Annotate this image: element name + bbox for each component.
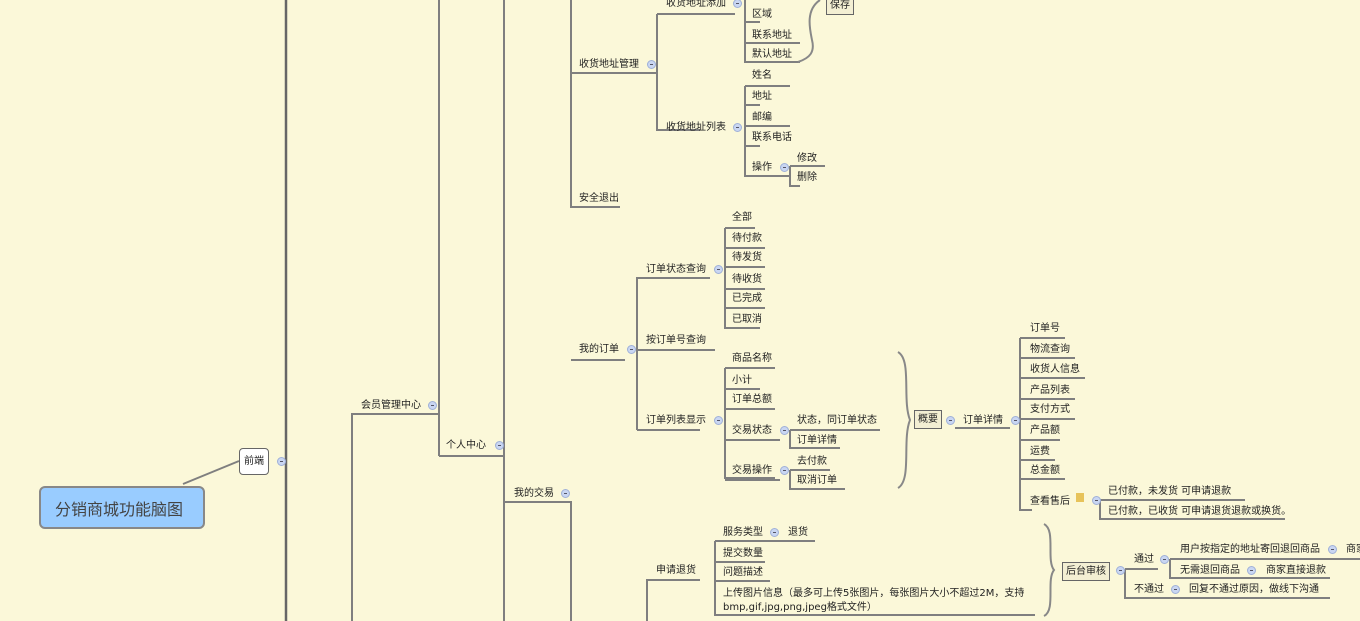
node-return[interactable]: 退货 xyxy=(788,527,808,538)
node-logout[interactable]: 安全退出 xyxy=(579,193,619,204)
node-order-no[interactable]: 订单号 xyxy=(1030,323,1060,334)
collapse-toggle-icon[interactable] xyxy=(495,441,504,450)
node-product-amount[interactable]: 产品额 xyxy=(1030,425,1060,436)
collapse-toggle-icon[interactable] xyxy=(714,265,723,274)
note-icon[interactable] xyxy=(1076,493,1084,502)
node-subtotal[interactable]: 小计 xyxy=(732,375,752,386)
node-go-pay[interactable]: 去付款 xyxy=(797,456,827,467)
node-no-return[interactable]: 无需退回商品 xyxy=(1180,565,1240,576)
node-default-addr[interactable]: 默认地址 xyxy=(752,49,792,60)
node-after-sale[interactable]: 查看售后 xyxy=(1030,496,1070,507)
collapse-toggle-icon[interactable] xyxy=(780,466,789,475)
node-backend-review[interactable]: 后台审核 xyxy=(1062,562,1110,581)
node-completed[interactable]: 已完成 xyxy=(732,293,762,304)
collapse-toggle-icon[interactable] xyxy=(780,426,789,435)
collapse-toggle-icon[interactable] xyxy=(627,345,636,354)
node-reject[interactable]: 不通过 xyxy=(1134,584,1164,595)
node-cancel-order[interactable]: 取消订单 xyxy=(797,475,837,486)
node-region[interactable]: 区域 xyxy=(752,9,772,20)
node-paid-received[interactable]: 已付款，已收货 可申请退货退款或换货。 xyxy=(1108,506,1292,517)
node-phone[interactable]: 联系电话 xyxy=(752,132,792,143)
node-submit-qty[interactable]: 提交数量 xyxy=(723,548,763,559)
collapse-toggle-icon[interactable] xyxy=(770,528,779,537)
node-my-trade[interactable]: 我的交易 xyxy=(514,488,554,499)
node-status-same[interactable]: 状态，同订单状态 xyxy=(797,415,877,426)
node-member-center[interactable]: 会员管理中心 xyxy=(361,400,421,411)
collapse-toggle-icon[interactable] xyxy=(647,60,656,69)
node-addr-add[interactable]: 收货地址添加 xyxy=(666,0,726,9)
node-pay-method[interactable]: 支付方式 xyxy=(1030,404,1070,415)
node-pending-pay[interactable]: 待付款 xyxy=(732,233,762,244)
collapse-toggle-icon[interactable] xyxy=(946,416,955,425)
node-summary[interactable]: 概要 xyxy=(914,410,942,429)
node-merchant-refund[interactable]: 商家直接退款 xyxy=(1266,565,1326,576)
node-reject-reply[interactable]: 回复不通过原因，做线下沟通 xyxy=(1189,584,1319,595)
node-status-query[interactable]: 订单状态查询 xyxy=(646,264,706,275)
node-order-detail[interactable]: 订单详情 xyxy=(963,415,1003,426)
collapse-toggle-icon[interactable] xyxy=(1247,566,1256,575)
node-pending-receive[interactable]: 待收货 xyxy=(732,274,762,285)
node-addr-mgmt[interactable]: 收货地址管理 xyxy=(579,59,639,70)
collapse-toggle-icon[interactable] xyxy=(733,123,742,132)
collapse-toggle-icon[interactable] xyxy=(1171,585,1180,594)
node-operation[interactable]: 操作 xyxy=(752,162,772,173)
node-trade-status[interactable]: 交易状态 xyxy=(732,425,772,436)
node-pass[interactable]: 通过 xyxy=(1134,554,1154,565)
node-frontend[interactable]: 前端 xyxy=(239,448,269,475)
node-upload-line2[interactable]: bmp,gif,jpg,png,jpeg格式文件） xyxy=(723,602,877,613)
node-product-name[interactable]: 商品名称 xyxy=(732,353,772,364)
node-pending-ship[interactable]: 待发货 xyxy=(732,252,762,263)
node-order-detail-link[interactable]: 订单详情 xyxy=(797,435,837,446)
node-delete[interactable]: 删除 xyxy=(797,172,817,183)
collapse-toggle-icon[interactable] xyxy=(428,401,437,410)
node-problem-desc[interactable]: 问题描述 xyxy=(723,567,763,578)
node-upload-line1[interactable]: 上传图片信息（最多可上传5张图片，每张图片大小不超过2M，支持 xyxy=(723,588,1025,599)
node-service-type[interactable]: 服务类型 xyxy=(723,527,763,538)
node-save[interactable]: 保存 xyxy=(826,0,854,15)
node-addr-list[interactable]: 收货地址列表 xyxy=(666,122,726,133)
node-edit[interactable]: 修改 xyxy=(797,153,817,164)
collapse-toggle-icon[interactable] xyxy=(733,0,742,8)
node-shipping[interactable]: 运费 xyxy=(1030,446,1050,457)
collapse-toggle-icon[interactable] xyxy=(561,489,570,498)
collapse-toggle-icon[interactable] xyxy=(1328,545,1337,554)
node-orderno-query[interactable]: 按订单号查询 xyxy=(646,335,706,346)
node-my-orders[interactable]: 我的订单 xyxy=(579,344,619,355)
node-all[interactable]: 全部 xyxy=(732,212,752,223)
collapse-toggle-icon[interactable] xyxy=(1160,555,1169,564)
node-user-return[interactable]: 用户按指定的地址寄回退回商品 xyxy=(1180,544,1320,555)
collapse-toggle-icon[interactable] xyxy=(1011,416,1020,425)
node-name[interactable]: 姓名 xyxy=(752,70,772,81)
node-address[interactable]: 地址 xyxy=(752,91,772,102)
collapse-toggle-icon[interactable] xyxy=(780,163,789,172)
node-receiver[interactable]: 收货人信息 xyxy=(1030,364,1080,375)
collapse-toggle-icon[interactable] xyxy=(277,457,286,466)
node-cancelled[interactable]: 已取消 xyxy=(732,314,762,325)
node-order-total[interactable]: 订单总额 xyxy=(732,394,772,405)
node-product-list[interactable]: 产品列表 xyxy=(1030,385,1070,396)
collapse-toggle-icon[interactable] xyxy=(1092,496,1101,505)
collapse-toggle-icon[interactable] xyxy=(714,416,723,425)
root-node[interactable]: 分销商城功能脑图 xyxy=(39,486,205,529)
collapse-toggle-icon[interactable] xyxy=(1116,566,1125,575)
node-paid-unshipped[interactable]: 已付款，未发货 可申请退款 xyxy=(1108,486,1232,497)
node-apply-return[interactable]: 申请退货 xyxy=(656,565,696,576)
node-postcode[interactable]: 邮编 xyxy=(752,112,772,123)
node-personal-center[interactable]: 个人中心 xyxy=(446,440,486,451)
node-trade-op[interactable]: 交易操作 xyxy=(732,465,772,476)
node-order-list[interactable]: 订单列表显示 xyxy=(646,415,706,426)
node-logistics[interactable]: 物流查询 xyxy=(1030,344,1070,355)
node-contact-addr[interactable]: 联系地址 xyxy=(752,30,792,41)
node-grand-total[interactable]: 总金额 xyxy=(1030,465,1060,476)
node-merchant-cut[interactable]: 商家 xyxy=(1346,544,1360,555)
